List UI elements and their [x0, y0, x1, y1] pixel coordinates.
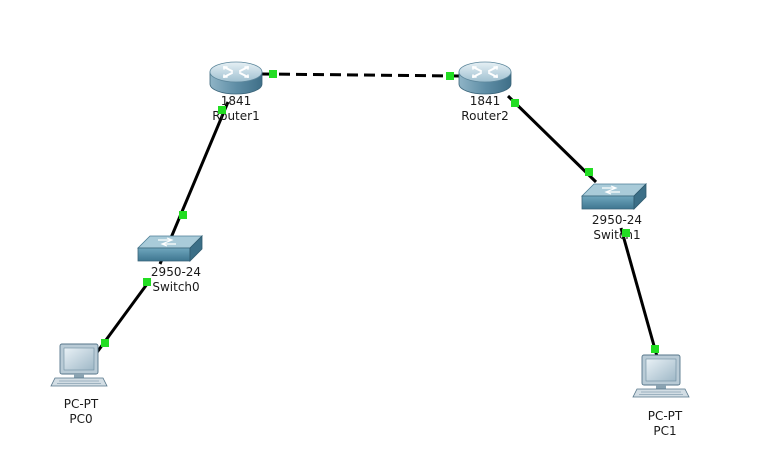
- devices-layer: 1841Router11841Router22950-24Switch02950…: [50, 61, 690, 438]
- port-status-light-switch0: [179, 211, 187, 219]
- port-status-light-switch1: [622, 229, 630, 237]
- port-status-light-router2: [446, 72, 454, 80]
- device-model-label: 1841: [221, 94, 252, 108]
- port-status-light-pc0: [101, 339, 109, 347]
- device-model-label: PC-PT: [648, 409, 683, 423]
- link-router1-router2[interactable]: [261, 72, 461, 78]
- switch-icon: [581, 183, 647, 210]
- device-name-label: Switch0: [152, 280, 199, 294]
- port-status-light-switch1: [585, 168, 593, 176]
- port-status-light-pc1: [651, 345, 659, 353]
- device-model-label: PC-PT: [64, 397, 99, 411]
- device-model-label: 2950-24: [592, 213, 642, 227]
- switch-icon: [137, 235, 203, 262]
- link-switch1-pc1[interactable]: [619, 227, 660, 361]
- router-icon: [209, 61, 263, 95]
- device-name-label: Switch1: [593, 228, 640, 242]
- device-model-label: 2950-24: [151, 265, 201, 279]
- device-name-label: PC0: [69, 412, 92, 426]
- port-status-light-router1: [218, 106, 226, 114]
- port-status-light-router2: [511, 99, 519, 107]
- port-status-light-switch0: [143, 278, 151, 286]
- port-status-light-router1: [269, 70, 277, 78]
- device-model-label: 1841: [470, 94, 501, 108]
- device-name-label: PC1: [653, 424, 676, 438]
- ports-layer: [101, 70, 659, 353]
- link-router2-switch1[interactable]: [506, 94, 598, 184]
- pc-icon: [632, 354, 690, 398]
- device-name-label: Router2: [461, 109, 508, 123]
- router-icon: [458, 61, 512, 95]
